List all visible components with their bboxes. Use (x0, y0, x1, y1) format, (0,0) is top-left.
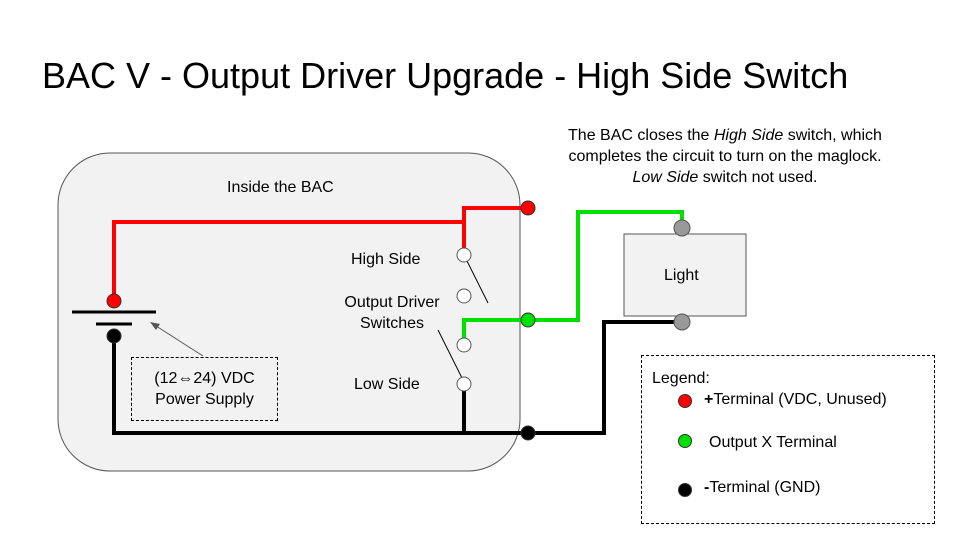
low-side-switch-blade (437, 329, 463, 379)
legend-item-output: Output X Terminal (709, 434, 837, 451)
legend-output-dot (678, 434, 692, 448)
caption-line-3: Low Side switch not used. (632, 169, 818, 186)
legend-item-ground: -Terminal (GND) (704, 479, 821, 496)
switch-contact-3 (456, 337, 472, 353)
ground-terminal-node (520, 425, 536, 441)
switch-contact-1 (456, 247, 472, 263)
bac-label: Inside the BAC (227, 179, 334, 196)
legend-heading: Legend: (652, 370, 710, 387)
low-side-label: Low Side (354, 376, 420, 393)
bac-enclosure (57, 152, 521, 472)
caption: The BAC closes the High Side switch, whi… (520, 125, 930, 188)
ground-wire (112, 320, 682, 435)
battery-positive-node (106, 293, 122, 309)
output-wire (462, 210, 684, 345)
light-box (623, 233, 747, 317)
output-terminal-node (520, 312, 536, 328)
output-driver-label: Output Driver Switches (344, 294, 440, 332)
legend-positive-dot (678, 394, 692, 408)
legend: Legend: +Terminal (VDC, Unused) Output X… (641, 355, 935, 524)
caption-line-2: completes the circuit to turn on the mag… (568, 148, 882, 165)
light-bottom-node (673, 313, 691, 331)
legend-item-positive: +Terminal (VDC, Unused) (704, 391, 887, 408)
high-side-label: High Side (351, 251, 421, 268)
power-supply-label: (12⇔24) VDC Power Supply (131, 357, 278, 421)
light-label: Light (664, 267, 699, 284)
pointer-arrowhead (150, 322, 160, 330)
pointer-arrow (152, 323, 204, 357)
high-side-switch-blade (463, 254, 489, 304)
light-top-node (673, 219, 691, 237)
positive-terminal-node (520, 200, 536, 216)
legend-ground-dot (678, 483, 692, 497)
switch-contact-4 (456, 376, 472, 392)
caption-line-1: The BAC closes the High Side switch, whi… (568, 127, 882, 144)
switch-contact-2 (456, 288, 472, 304)
battery-negative-node (106, 328, 122, 344)
page-title: BAC V - Output Driver Upgrade - High Sid… (42, 55, 849, 96)
